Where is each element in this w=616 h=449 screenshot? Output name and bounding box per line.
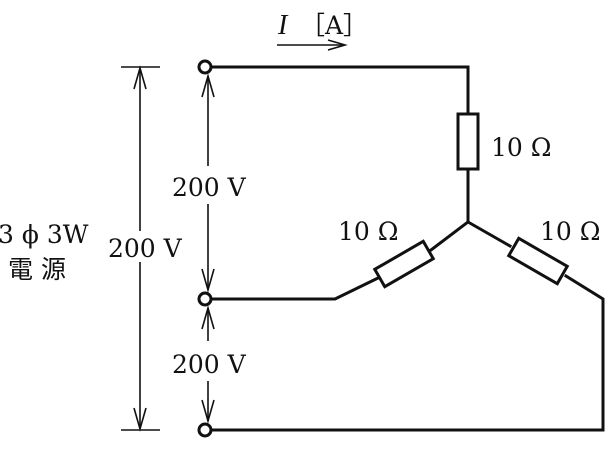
terminal-3 (197, 422, 213, 438)
wire-line-2 (209, 275, 381, 301)
voltage-arrow-total (121, 65, 160, 432)
resistor-top (456, 112, 480, 171)
wire-line-1 (209, 65, 470, 116)
resistor-right (506, 236, 570, 286)
wire-node-to-right-resistor (465, 219, 513, 249)
current-arrow (277, 39, 348, 51)
resistor-right-label: 10 Ω (540, 217, 601, 246)
resistor-left-label: 10 Ω (338, 217, 399, 246)
wire-right-resistor-to-line-3 (563, 273, 605, 432)
resistor-top-label: 10 Ω (491, 133, 552, 162)
wire-left-resistor-to-node (428, 219, 471, 253)
resistor-left (372, 239, 436, 289)
source-name: 電 源 (8, 255, 66, 284)
voltage-total-label: 200 V (108, 234, 183, 263)
voltage-arrow-upper (201, 73, 215, 293)
voltage-lower-label: 200 V (172, 350, 247, 379)
current-symbol: I (277, 10, 289, 41)
voltage-upper-label: 200 V (172, 173, 247, 202)
source-phase-label: 3 ϕ 3W (0, 220, 89, 249)
terminal-1 (197, 59, 213, 75)
terminal-2 (197, 291, 213, 307)
voltage-arrow-lower (201, 305, 215, 424)
current-unit: ［A］ (300, 11, 368, 40)
